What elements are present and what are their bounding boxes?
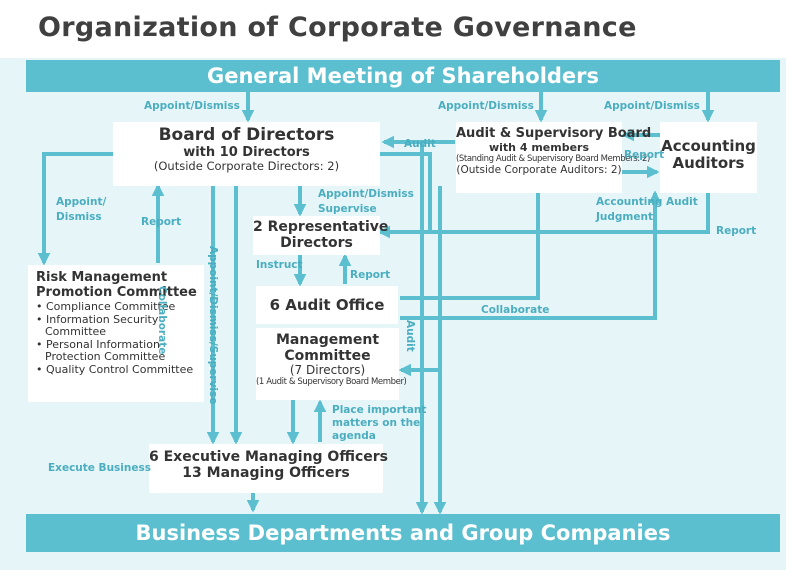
- risk-item: Committee: [45, 325, 107, 339]
- audit-office-box: 6 Audit Office: [256, 286, 398, 324]
- arrow-collaborate-accounting: [400, 190, 662, 320]
- label-appoint-dismiss-board: Appoint/Dismiss: [144, 100, 240, 112]
- label-report-audit-office: Report: [350, 269, 391, 281]
- mgmt-line3: (7 Directors): [289, 363, 366, 378]
- label-appoint-dismiss-supervise: Appoint/Dismiss/Supervise: [207, 246, 219, 405]
- arrow-board-risk: [37, 152, 113, 266]
- asb-title: Audit & Supervisory Board: [456, 126, 652, 141]
- label-collaborate-vertical: Collaborate: [156, 286, 168, 355]
- label-report-accounting-rep: Report: [716, 225, 757, 237]
- rep-directors-box: 2 Representative Directors: [253, 216, 389, 255]
- risk-item: Protection Committee: [45, 350, 166, 364]
- risk-item: • Quality Control Committee: [36, 363, 194, 377]
- label-audit-board: Audit: [404, 138, 436, 150]
- arrow-accounting-report-rep: [377, 193, 710, 239]
- risk-title-line1: Risk Management: [36, 270, 168, 285]
- shareholders-label: General Meeting of Shareholders: [206, 64, 600, 88]
- asb-note-standing: (Standing Audit & Supervisory Board Memb…: [456, 153, 650, 164]
- board-subtitle: with 10 Directors: [183, 144, 310, 160]
- shareholders-bar: General Meeting of Shareholders: [26, 60, 780, 92]
- label-place-c: agenda: [332, 430, 376, 442]
- rep-line2: Directors: [280, 235, 353, 252]
- board-note: (Outside Corporate Directors: 2): [153, 159, 340, 174]
- officers-line1: 6 Executive Managing Officers: [149, 449, 388, 465]
- line-asb-collaborate: [400, 193, 540, 300]
- officers-box: 6 Executive Managing Officers 13 Managin…: [149, 444, 388, 493]
- mgmt-committee-box: Management Committee (7 Directors) (1 Au…: [256, 328, 407, 400]
- asb-note-outside: (Outside Corporate Auditors: 2): [456, 164, 622, 177]
- page-title-area: Organization of Corporate Governance: [0, 0, 786, 58]
- label-place-a: Place important: [332, 404, 427, 416]
- label-appoint-dismiss-accounting: Appoint/Dismiss: [604, 100, 700, 112]
- risk-item: • Compliance Committee: [36, 299, 176, 313]
- label-execute-business: Execute Business: [48, 462, 151, 474]
- risk-committee-box: Risk Management Promotion Committee • Co…: [28, 265, 204, 402]
- risk-item: • Personal Information: [36, 337, 160, 351]
- label-accounting-judgment-b: Judgment: [596, 211, 653, 223]
- accounting-line2: Auditors: [672, 154, 745, 173]
- label-appoint-dismiss-asb: Appoint/Dismiss: [438, 100, 534, 112]
- label-audit-vertical: Audit: [404, 320, 416, 352]
- audit-office-label: 6 Audit Office: [269, 296, 385, 314]
- page-title: Organization of Corporate Governance: [38, 12, 637, 43]
- mgmt-line1: Management: [275, 332, 380, 348]
- board-title: Board of Directors: [158, 125, 335, 145]
- asb-members: with 4 members: [488, 140, 590, 154]
- label-report-risk: Report: [141, 216, 182, 228]
- business-bar: Business Departments and Group Companies: [26, 514, 780, 552]
- label-appoint-left-b: Dismiss: [56, 211, 102, 223]
- accounting-box: Accounting Auditors: [660, 122, 757, 193]
- asb-box: Audit & Supervisory Board with 4 members…: [456, 122, 652, 193]
- label-place-b: matters on the: [332, 417, 421, 429]
- board-box: Board of Directors with 10 Directors (Ou…: [113, 122, 380, 186]
- risk-item: • Information Security: [36, 312, 159, 326]
- risk-title-line2: Promotion Committee: [36, 284, 197, 300]
- officers-line2: 13 Managing Officers: [182, 465, 350, 482]
- line-board-to-right: [380, 152, 432, 232]
- label-instruct: Instruct: [256, 259, 303, 271]
- label-accounting-judgment-a: Accounting Audit: [596, 196, 698, 208]
- business-label: Business Departments and Group Companies: [135, 521, 671, 545]
- mgmt-line2: Committee: [284, 348, 371, 365]
- label-report-accounting-asb: Report: [624, 149, 665, 161]
- label-collaborate-right: Collaborate: [481, 304, 550, 316]
- label-appoint-dismiss-rep: Appoint/Dismiss: [318, 188, 414, 200]
- label-appoint-left-a: Appoint/: [56, 196, 107, 208]
- mgmt-line4: (1 Audit & Supervisory Board Member): [256, 376, 407, 387]
- rep-line1: 2 Representative: [253, 219, 389, 235]
- accounting-line1: Accounting: [661, 137, 756, 155]
- label-supervise-rep: Supervise: [318, 203, 377, 215]
